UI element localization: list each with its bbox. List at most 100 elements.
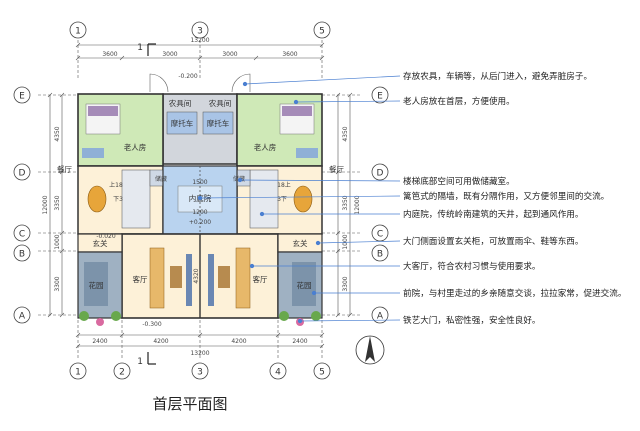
axis-label: 3 — [197, 368, 203, 378]
axis-label: 2 — [119, 368, 125, 378]
sofa-right — [235, 247, 251, 309]
stair-up-left: 上18 — [109, 181, 123, 189]
flower-icon — [96, 318, 104, 326]
axis-left-c — [13, 224, 31, 242]
annotation-foyer: 大门侧面设置玄关柜，可放置雨伞、鞋等东西。 — [403, 235, 583, 247]
plant-icon — [111, 311, 121, 321]
motorbike-left — [166, 111, 198, 135]
level-front: -0.300 — [142, 321, 162, 328]
plan-body — [77, 73, 323, 326]
axis-right-b — [371, 244, 389, 262]
annotation-elder-room: 老人房放在首层，方便使用。 — [403, 95, 515, 107]
annotations: 存放农具，车辆等，从后门进入，避免弄脏房子。 老人房放在首层，方便使用。 楼梯底… — [403, 70, 626, 326]
motorbike-right — [202, 111, 234, 135]
back-door-right — [231, 73, 251, 93]
dim-bottom-4: 2400 — [292, 338, 307, 345]
dining-table-right — [293, 185, 313, 213]
dim-left-total: 12000 — [42, 195, 49, 214]
axis-label: B — [19, 250, 25, 260]
overall-dim-top: 13200 — [190, 37, 209, 44]
level-foyer: -0.020 — [96, 233, 116, 240]
back-door-left — [149, 73, 169, 93]
dim-right-1: 4350 — [342, 126, 349, 141]
axis-right-e — [371, 86, 389, 104]
pillow-left — [88, 106, 118, 116]
plan-caption: 首层平面图 — [152, 395, 227, 413]
dim-left-3: 1000 — [54, 234, 61, 249]
room-label-storage-left: 农具间 — [169, 98, 192, 108]
dim-right-2: 3350 — [342, 195, 349, 210]
axis-label: D — [377, 169, 384, 179]
dim-bottom-3: 4200 — [231, 338, 246, 345]
axis-left-a — [13, 306, 31, 324]
axis-label: 3 — [197, 27, 203, 37]
coffee-table-right — [218, 266, 230, 288]
axis-label: B — [377, 250, 383, 260]
paving-left — [84, 262, 108, 306]
dim-right-4: 3300 — [342, 276, 349, 291]
axis-label: 5 — [319, 368, 325, 378]
axis-label: D — [19, 169, 26, 179]
plant-icon — [311, 311, 321, 321]
room-label-dining-right: 餐厅 — [329, 165, 344, 174]
annotation-fence: 篱笆式的隔墙，既有分隔作用，又方便邻里间的交流。 — [403, 190, 609, 202]
plant-icon — [79, 311, 89, 321]
annotation-stair-storage: 楼梯底部空间可用做储藏室。 — [403, 175, 515, 187]
axis-label: 4 — [275, 368, 281, 378]
axis-labels: 1 3 5 1 2 3 4 5 E D C B A E D C B A — [19, 27, 384, 378]
north-arrow-icon — [355, 335, 385, 365]
axis-bottom-5 — [313, 362, 331, 380]
dim-left-1: 4350 — [54, 126, 61, 141]
living-dim: 4320 — [193, 268, 200, 283]
wardrobe-left — [82, 148, 104, 158]
axis-label: 5 — [319, 27, 325, 37]
room-label-moto-right: 摩托车 — [207, 118, 230, 128]
axis-label: C — [377, 230, 383, 240]
room-label-storage-right: 农具间 — [209, 98, 232, 108]
stair-down-left: 下3 — [113, 196, 123, 203]
dim-right-3: 1000 — [342, 234, 349, 249]
axis-label: E — [377, 92, 383, 102]
paving-right — [292, 262, 316, 306]
wardrobe-right — [296, 148, 318, 158]
dim-left-4: 3300 — [54, 276, 61, 291]
axis-top-1 — [69, 21, 87, 39]
tv-cabinet-left — [186, 254, 192, 306]
room-label-garden-right: 花园 — [297, 280, 312, 290]
leader-lines — [197, 75, 401, 324]
stair-down-right: 3下 — [277, 196, 287, 203]
dim-right-total: 12000 — [354, 195, 361, 214]
axis-label: A — [19, 312, 26, 322]
axis-label: 1 — [75, 368, 81, 378]
sofa-left — [149, 247, 165, 309]
axis-bottom-1 — [69, 362, 87, 380]
annotation-storage: 存放农具，车辆等，从后门进入，避免弄脏房子。 — [403, 70, 592, 82]
courtyard-dim-1: 1500 — [192, 179, 207, 186]
level-back: -0.200 — [178, 73, 198, 80]
axis-left-b — [13, 244, 31, 262]
courtyard-dim-2: 1200 — [192, 209, 207, 216]
dim-top-4: 3600 — [282, 51, 297, 58]
room-label-foyer-left: 玄关 — [93, 238, 108, 248]
axis-bottom-4 — [269, 362, 287, 380]
room-label-moto-left: 摩托车 — [171, 118, 194, 128]
room-label-garden-left: 花园 — [89, 280, 104, 290]
room-label-living-left: 客厅 — [133, 274, 148, 284]
annotation-iron-gate: 铁艺大门，私密性强，安全性良好。 — [403, 314, 541, 326]
axis-label: A — [377, 312, 384, 322]
stair-right — [249, 169, 279, 229]
axis-left-e — [13, 86, 31, 104]
dim-bottom-1: 2400 — [92, 338, 107, 345]
axis-bottom-3 — [191, 362, 209, 380]
dining-table-left — [87, 185, 107, 213]
annotation-courtyard: 内庭院，传统岭南建筑的天井，起到通风作用。 — [403, 208, 583, 220]
annotation-front-yard: 前院，与村里走过的乡亲随意交谈，拉拉家常，促进交流。 — [403, 287, 626, 299]
dim-top-3: 3000 — [222, 51, 237, 58]
courtyard-level: +0.200 — [189, 219, 211, 226]
dim-top-1: 3600 — [102, 51, 117, 58]
section-mark-label-bottom: 1 — [137, 357, 143, 367]
stair-left — [121, 169, 151, 229]
room-label-elder-right: 老人房 — [254, 142, 277, 152]
section-mark-label-top: 1 — [137, 43, 143, 53]
tv-cabinet-right — [208, 254, 214, 306]
